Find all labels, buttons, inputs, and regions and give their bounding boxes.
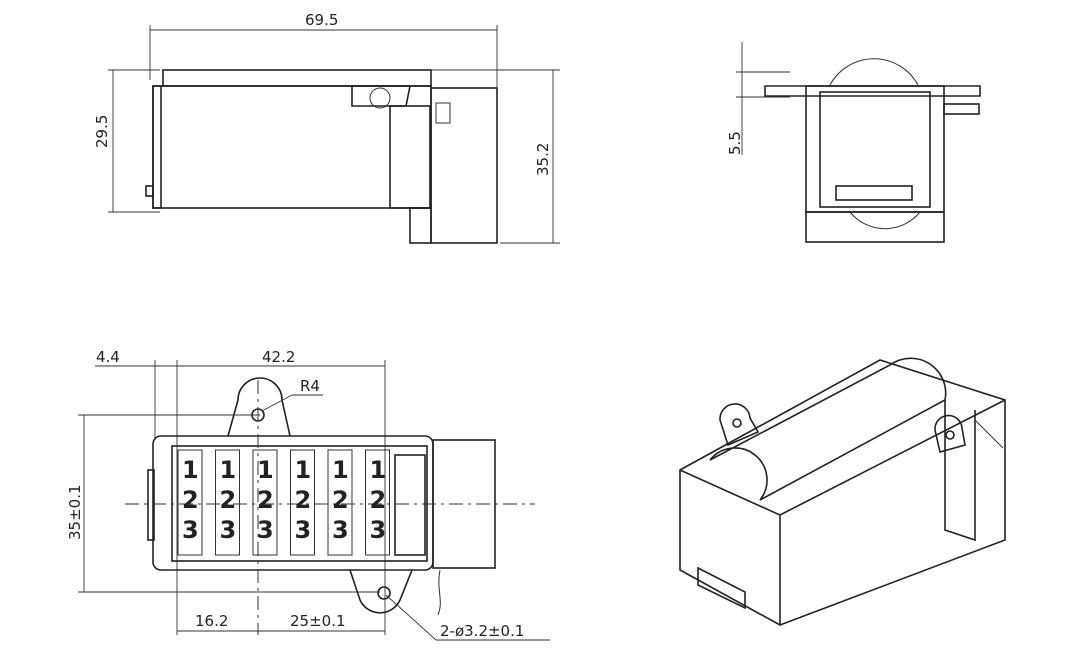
front-view: 4.4 42.2 R4 35±0.1 16.2 25±0.1 2-ø3.2±0.… xyxy=(66,348,550,641)
counter-wheel xyxy=(290,449,315,556)
dim-end-offset: 5.5 xyxy=(726,131,744,155)
counter-digit: 1 xyxy=(370,456,387,484)
counter-wheel xyxy=(177,449,203,556)
counter-digit: 3 xyxy=(220,516,237,544)
counter-wheel xyxy=(327,449,353,556)
counter-digit: 3 xyxy=(295,516,312,544)
counter-digit: 2 xyxy=(295,486,312,514)
dim-hole-span: 42.2 xyxy=(262,348,295,366)
dim-ear-radius: R4 xyxy=(300,377,320,395)
counter-digit: 1 xyxy=(182,456,199,484)
counter-digit: 1 xyxy=(220,456,237,484)
counter-digit: 1 xyxy=(257,456,274,484)
counter-digit: 3 xyxy=(257,516,274,544)
counter-wheel xyxy=(215,449,240,556)
dim-offset-left: 4.4 xyxy=(96,348,120,366)
dim-holes: 2-ø3.2±0.1 xyxy=(440,622,524,640)
end-view: 5.5 xyxy=(726,42,981,243)
counter-digit: 3 xyxy=(370,516,387,544)
counter-digit: 3 xyxy=(332,516,349,544)
counter-digit: 2 xyxy=(220,486,237,514)
counter-digit: 2 xyxy=(182,486,199,514)
dim-side-height-left: 29.5 xyxy=(93,115,111,148)
dim-hole-pitch: 25±0.1 xyxy=(290,612,346,630)
isometric-view xyxy=(679,357,1006,626)
dim-side-height-right: 35.2 xyxy=(534,143,552,176)
counter-wheel xyxy=(365,449,390,556)
counter-digit: 2 xyxy=(257,486,274,514)
counter-wheel xyxy=(252,449,278,556)
dim-mount-height: 35±0.1 xyxy=(66,484,84,540)
dim-first-hole: 16.2 xyxy=(195,612,228,630)
side-view: 69.5 29.5 35.2 xyxy=(93,11,560,244)
dim-top-width: 69.5 xyxy=(305,11,338,29)
counter-digit: 3 xyxy=(182,516,199,544)
counter-digit: 2 xyxy=(370,486,387,514)
counter-digit: 2 xyxy=(332,486,349,514)
counter-digit: 1 xyxy=(295,456,312,484)
counter-digit: 1 xyxy=(332,456,349,484)
